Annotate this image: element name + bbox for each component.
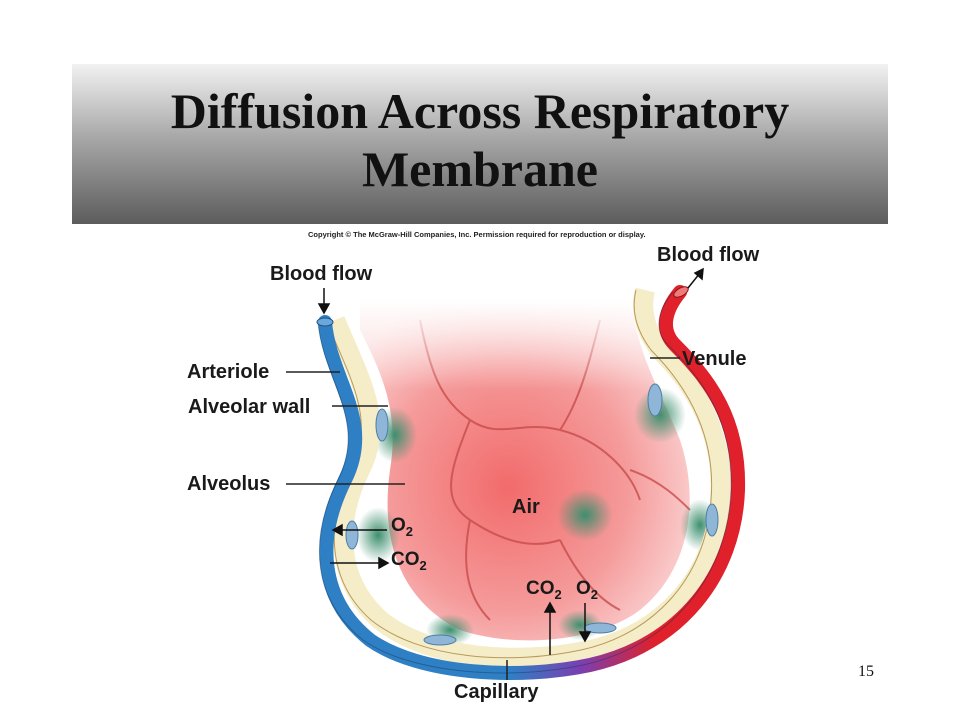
nucleus [557, 489, 613, 541]
label-o2-left: O2 [391, 515, 414, 539]
endothelial-cells [345, 383, 719, 646]
blood-vessel [318, 285, 746, 680]
label-alveolus: Alveolus [187, 473, 271, 495]
flow-arrows [317, 267, 704, 655]
label-venule: Venule [682, 348, 747, 370]
label-capillary: Capillary [454, 681, 539, 703]
label-co2-bottom: CO2 [526, 578, 562, 602]
label-air: Air [512, 496, 540, 518]
top-fade [330, 300, 690, 390]
arteriole-opening [316, 317, 334, 327]
page-number: 15 [858, 663, 874, 680]
alveolar-wall [325, 287, 731, 668]
leader-lines [286, 357, 680, 680]
label-o2-bottom: O2 [576, 578, 599, 602]
nucleus [356, 507, 400, 563]
label-blood-flow-in: Blood flow [270, 263, 373, 285]
label-alveolar-wall: Alveolar wall [188, 396, 311, 418]
nucleus [634, 387, 686, 443]
venule-opening [673, 286, 689, 298]
label-blood-flow-out: Blood flow [657, 244, 760, 266]
slide-title: Diffusion Across Respiratory Membrane [170, 83, 790, 197]
label-co2-left: CO2 [391, 549, 427, 573]
label-arteriole: Arteriole [187, 361, 270, 383]
title-bar: Diffusion Across Respiratory Membrane [72, 64, 888, 224]
copyright-notice: Copyright © The McGraw-Hill Companies, I… [308, 230, 646, 239]
